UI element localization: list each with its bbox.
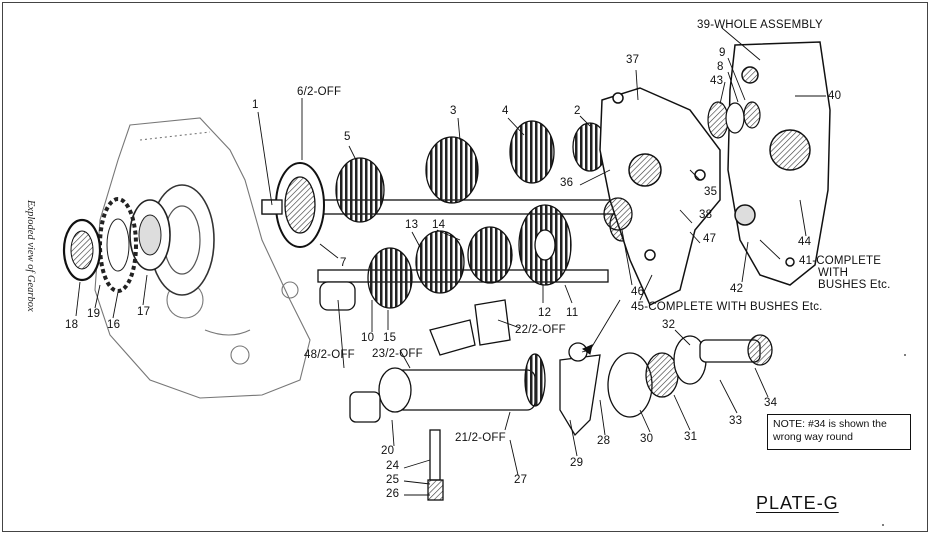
note-line-1: NOTE: #34 is shown the (773, 418, 887, 430)
note-box: NOTE: #34 is shown the wrong way round (767, 414, 911, 450)
part-label-13: 13 (405, 219, 419, 231)
part-label-2: 2 (574, 105, 581, 117)
part-label-21: 21/2-OFF (455, 432, 506, 444)
part-label-10: 10 (361, 332, 375, 344)
part-label-20: 20 (381, 445, 395, 457)
part-label-24: 24 (386, 460, 400, 472)
leader-lines (75, 27, 826, 496)
part-label-5: 5 (344, 131, 351, 143)
part-label-3: 3 (450, 105, 457, 117)
part-label-46: 46 (631, 286, 645, 298)
part-label-35: 35 (704, 186, 718, 198)
part-label-39: 39-WHOLE ASSEMBLY (697, 19, 823, 31)
part-label-17: 17 (137, 306, 151, 318)
part-label-9: 9 (719, 47, 726, 59)
part-label-40: 40 (828, 90, 842, 102)
part-label-27: 27 (514, 474, 528, 486)
part-label-26: 26 (386, 488, 400, 500)
part-label-11: 11 (566, 307, 579, 319)
part-label-38: 38 (699, 209, 713, 221)
part-label-42: 42 (730, 283, 744, 295)
part-label-25: 25 (386, 474, 400, 486)
assembly-arrow (581, 344, 593, 355)
part-label-33: 33 (729, 415, 743, 427)
part-label-12: 12 (538, 307, 552, 319)
part-label-8: 8 (717, 61, 724, 73)
part-label-37: 37 (626, 54, 640, 66)
part-label-45: 45-COMPLETE WITH BUSHES Etc. (631, 301, 823, 313)
part-46-bush (603, 197, 633, 231)
part-label-43: 43 (710, 75, 724, 87)
part-label-47: 47 (703, 233, 717, 245)
part-label-41-line1: 41-COMPLETE (799, 255, 882, 267)
part-label-19: 19 (87, 308, 101, 320)
inner-cover (599, 87, 721, 307)
part-label-15: 15 (383, 332, 397, 344)
part-label-14: 14 (432, 219, 446, 231)
side-caption: Exploded view of Gearbox (25, 200, 36, 312)
part-label-44: 44 (798, 236, 812, 248)
part-label-48: 48/2-OFF (304, 349, 355, 361)
sprocket-assembly (62, 184, 215, 296)
outer-cover (727, 41, 831, 286)
part-label-7: 7 (340, 257, 347, 269)
part-label-1: 1 (252, 99, 259, 111)
plate-title: PLATE-G (756, 493, 839, 513)
bearing-stack (707, 101, 761, 139)
stray-dots (882, 354, 906, 526)
part-label-31: 31 (684, 431, 698, 443)
kickstart-shaft (673, 334, 773, 385)
part-label-41-line3: BUSHES Etc. (818, 279, 891, 291)
selector-mechanism (349, 299, 546, 501)
part-label-34: 34 (764, 397, 778, 409)
part-label-23: 23/2-OFF (372, 348, 423, 360)
part-label-4: 4 (502, 105, 509, 117)
part-label-41-line2: WITH (818, 267, 849, 279)
ratchet-assembly (559, 342, 679, 437)
mainshaft-assembly (261, 120, 653, 248)
part-label-32: 32 (662, 319, 676, 331)
part-label-28: 28 (597, 435, 611, 447)
part-label-29: 29 (570, 457, 584, 469)
part-label-36: 36 (560, 177, 574, 189)
part-label-6: 6/2-OFF (297, 86, 342, 98)
part-label-22: 22/2-OFF (515, 324, 566, 336)
note-line-2: wrong way round (773, 431, 853, 443)
part-label-16: 16 (107, 319, 121, 331)
part-label-18: 18 (65, 319, 79, 331)
part-label-30: 30 (640, 433, 654, 445)
